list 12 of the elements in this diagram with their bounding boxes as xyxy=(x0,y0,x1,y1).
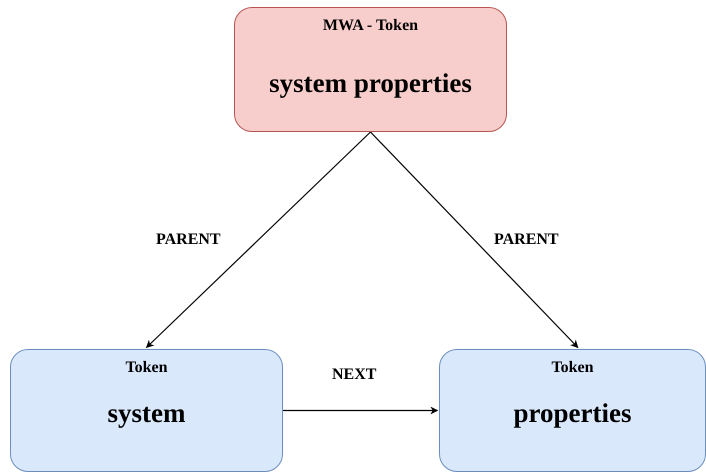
rounded-box xyxy=(10,349,283,472)
rounded-box xyxy=(234,7,507,132)
node-heading: Token xyxy=(550,359,595,377)
arrow xyxy=(146,132,371,348)
node-heading: Token xyxy=(124,359,169,377)
arrow xyxy=(370,132,578,348)
arrow xyxy=(283,406,438,414)
rounded-box xyxy=(439,349,706,472)
node-title: properties xyxy=(512,398,632,429)
node-heading: MWA - Token xyxy=(322,17,420,35)
node-title: system xyxy=(106,398,186,429)
node-title: system properties xyxy=(268,68,473,99)
